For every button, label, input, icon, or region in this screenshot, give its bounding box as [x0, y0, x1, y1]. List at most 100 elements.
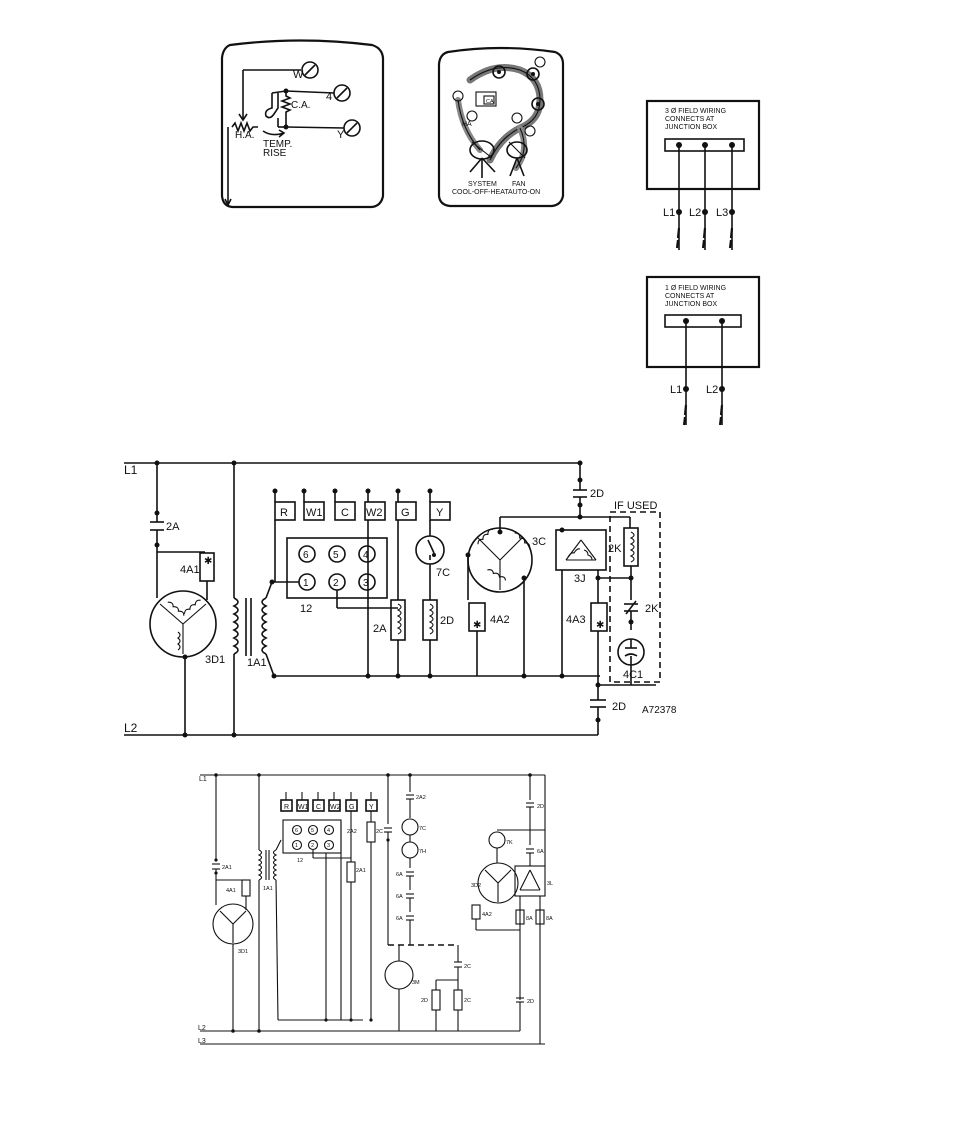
label-l1-1ph: L1	[124, 463, 138, 477]
terminal-c-3ph: C	[316, 804, 321, 811]
terminal-y-3ph: Y	[369, 804, 374, 811]
label-3j: 3J	[574, 573, 586, 585]
terminal-5-3ph: 5	[311, 828, 314, 834]
temp-label: TEMP.	[263, 139, 292, 150]
switch-base-ca-label: CA	[486, 99, 494, 105]
motor-3j	[555, 529, 607, 571]
relay-2k-coil	[623, 527, 639, 567]
label-2d-coil: 2D	[440, 615, 454, 627]
terminal-5: 5	[333, 550, 339, 561]
label-8a-r-3ph: 8A	[546, 916, 553, 922]
ha-label: H.A.	[235, 130, 254, 141]
label-7c: 7C	[436, 567, 450, 579]
label-l3-3ph: L3	[198, 1038, 206, 1045]
ha-heater	[231, 120, 258, 134]
label-6a-1-3ph: 6A	[396, 872, 403, 878]
terminal-y: Y	[436, 507, 444, 519]
terminal-strip-1ph	[664, 314, 742, 328]
label-1a1-3ph: 1A1	[263, 886, 273, 892]
label-2c-left-3ph: 2C	[376, 829, 383, 835]
label-12-3ph: 12	[297, 858, 303, 864]
label-l2-1ph: L2	[124, 721, 138, 735]
label-2k-coil: 2K	[608, 543, 622, 555]
terminal-4: 4	[363, 550, 369, 561]
label-2a-coil: 2A	[373, 623, 387, 635]
terminal-3: 3	[363, 578, 369, 589]
label-4a1-3ph: 4A1	[226, 888, 236, 894]
label-7h-3ph: 7H	[419, 849, 426, 855]
label-1a1: 1A1	[247, 657, 267, 669]
field-1ph-line1: 1 Ø FIELD WIRING	[665, 285, 726, 292]
thermostat-face: W 4 C.A. Y H.A. TEMP. RISE	[220, 39, 385, 209]
terminal-6-3ph: 6	[295, 828, 298, 834]
junction-box-3ph	[645, 99, 761, 191]
field-wiring-1ph: 1 Ø FIELD WIRING CONNECTS AT JUNCTION BO…	[645, 275, 761, 426]
terminal-w2: W2	[366, 507, 383, 519]
svg-text:✱: ✱	[473, 620, 481, 631]
label-3d1-3ph: 3D1	[238, 949, 248, 955]
terminal-w-screw	[301, 61, 319, 79]
label-2d-top-3ph: 2D	[537, 804, 544, 810]
label-4a1: 4A1	[180, 564, 200, 576]
motor-3m	[384, 960, 414, 990]
terminal-w-label: W	[293, 69, 304, 81]
rise-label: RISE	[263, 148, 287, 159]
motor-3l	[514, 865, 546, 897]
junction-box-1ph	[645, 275, 761, 369]
field-3ph-l1: L1	[663, 207, 675, 219]
terminal-w1: W1	[306, 507, 323, 519]
terminal-w2-3ph: W2	[330, 804, 341, 811]
field-3ph-l2: L2	[689, 207, 701, 219]
terminal-w1-3ph: W1	[298, 804, 309, 811]
label-2k-contact: 2K	[645, 603, 659, 615]
label-6a-3-3ph: 6A	[396, 916, 403, 922]
label-6a-r-3ph: 6A	[537, 849, 544, 855]
label-4a3: 4A3	[566, 614, 586, 626]
terminal-c: C	[341, 507, 349, 519]
terminal-2: 2	[333, 578, 339, 589]
terminal-r-3ph: R	[284, 804, 289, 811]
label-4c1: 4C1	[623, 669, 643, 681]
field-wiring-3ph: 3 Ø FIELD WIRING CONNECTS AT JUNCTION BO…	[645, 99, 761, 250]
thermostat-face-outline	[220, 39, 385, 209]
label-2d-contact-bottom: 2D	[612, 701, 626, 713]
field-1ph-line3: JUNCTION BOX	[665, 301, 717, 308]
label-l1-3ph: L1	[199, 776, 207, 783]
if-used-label: IF USED	[614, 500, 657, 512]
if-used-box	[609, 511, 661, 683]
figure-id: A72378	[642, 705, 677, 716]
label-2a2-coil-3ph: 2A2	[347, 829, 357, 835]
schematic-1ph: L1 L2 2A ✱ 4A1 3D1	[124, 460, 677, 738]
label-l2-3ph: L2	[198, 1025, 206, 1032]
field-1ph-l1: L1	[670, 384, 682, 396]
terminal-2-3ph: 2	[311, 843, 314, 849]
terminal-6: 6	[303, 550, 309, 561]
label-4a2: 4A2	[490, 614, 510, 626]
label-3l-3ph: 3L	[547, 881, 553, 887]
label-4a2-3ph: 4A2	[482, 912, 492, 918]
svg-text:✱: ✱	[204, 556, 212, 567]
label-8a-l-3ph: 8A	[526, 916, 533, 922]
label-7c-3ph: 7C	[419, 826, 426, 832]
terminal-g: G	[401, 507, 410, 519]
terminal-g-3ph: G	[349, 804, 354, 811]
label-2d-bot-3ph: 2D	[527, 999, 534, 1005]
label-2c-b-3ph: 2C	[464, 998, 471, 1004]
label-3c: 3C	[532, 536, 546, 548]
switch-base-ha-label: HA	[462, 121, 472, 128]
field-1ph-line2: CONNECTS AT	[665, 293, 715, 300]
label-2d-contact-top: 2D	[590, 488, 604, 500]
ca-label: C.A.	[291, 100, 310, 111]
label-3m-3ph: 3M	[412, 980, 420, 986]
label-2a1-contact-3ph: 2A1	[222, 865, 232, 871]
terminal-y-label: Y	[337, 129, 345, 141]
schematic-3ph: L1 L2 L3 2A1 4A1 3D1 1A1	[198, 773, 553, 1045]
label-2a-contact: 2A	[166, 521, 180, 533]
field-1ph-l2: L2	[706, 384, 718, 396]
label-7k-3ph: 7K	[506, 840, 513, 846]
label-2a1-coil-3ph: 2A1	[356, 868, 366, 874]
overload-4a3	[590, 602, 608, 632]
terminal-1: 1	[303, 578, 309, 589]
